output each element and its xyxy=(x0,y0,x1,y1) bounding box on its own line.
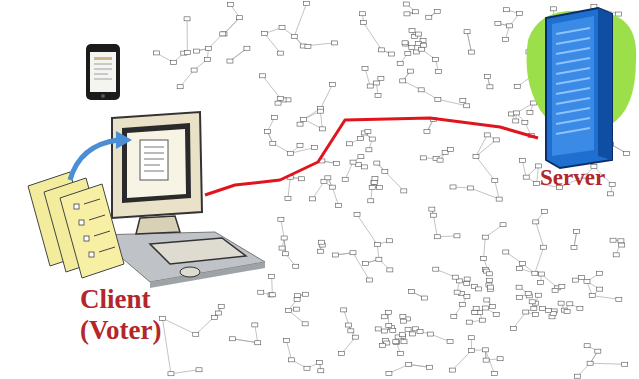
ballot-papers xyxy=(28,172,124,278)
phone-icon xyxy=(86,44,120,100)
client-box: Client (Voter) xyxy=(60,100,205,375)
network-route xyxy=(205,118,538,195)
node-label: Client (Voter) xyxy=(80,284,200,346)
server-icon xyxy=(527,8,637,168)
upload-arrow xyxy=(70,131,132,180)
node-label: Server xyxy=(540,165,636,191)
server-box: Server xyxy=(538,5,638,205)
